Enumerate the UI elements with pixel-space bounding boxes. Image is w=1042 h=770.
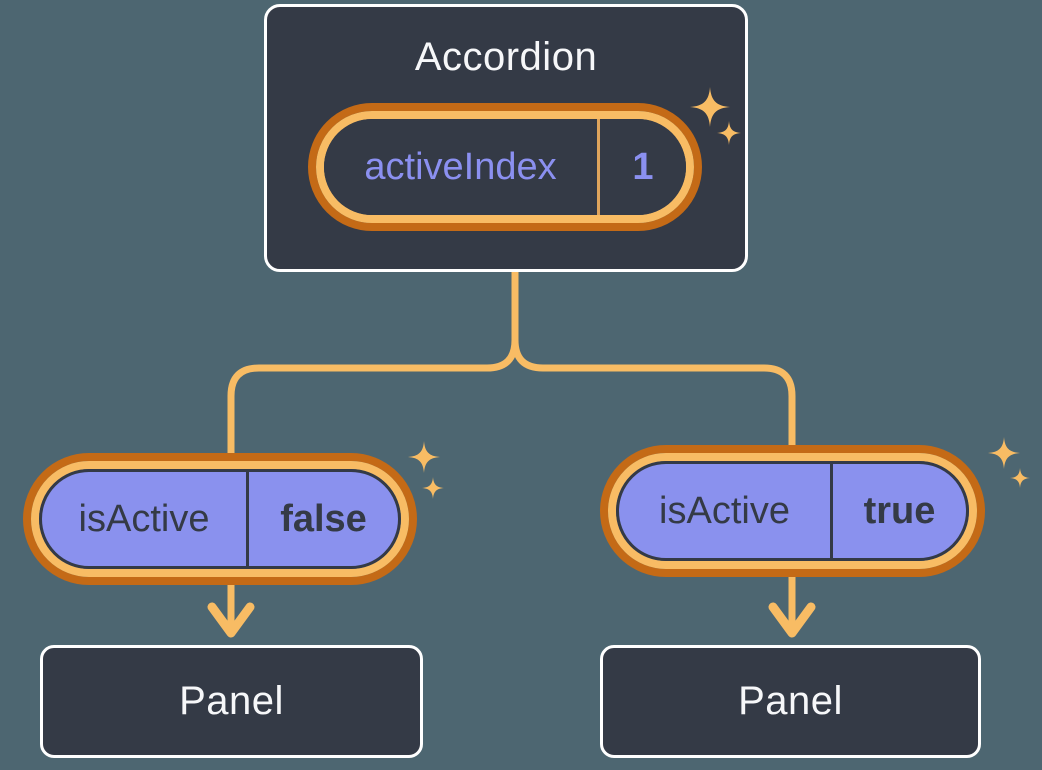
- sparkle-small-icon: [422, 477, 444, 499]
- sparkle-small-icon: [1010, 468, 1030, 488]
- sparkle-icon-root: [690, 87, 741, 145]
- prop-pill-left-divider: [246, 472, 249, 566]
- prop-pill-right-inner-ring: isActive true: [608, 453, 977, 569]
- state-pill-inner-ring: activeIndex 1: [316, 111, 694, 223]
- branch-line-right: [511, 270, 796, 628]
- sparkle-big-icon: [988, 437, 1020, 469]
- prop-pill-left-body: isActive false: [39, 469, 401, 569]
- state-value: 1: [632, 145, 654, 188]
- panel-component-card-left: Panel: [40, 645, 423, 758]
- prop-left-label-cell: isActive: [42, 472, 246, 566]
- prop-pill-right-body: isActive true: [616, 461, 969, 561]
- sparkle-small-icon: [717, 121, 741, 145]
- arrow-down-icon-right: [768, 602, 816, 638]
- accordion-title: Accordion: [414, 35, 598, 79]
- sparkle-icon-right: [988, 437, 1030, 488]
- prop-right-value-cell: true: [833, 464, 966, 558]
- sparkle-big-icon: [408, 441, 440, 473]
- state-value-cell: 1: [600, 119, 686, 215]
- prop-left-value-cell: false: [249, 472, 398, 566]
- prop-pill-right: isActive true: [600, 445, 985, 577]
- arrow-down-icon-left: [207, 602, 255, 638]
- prop-left-label: isActive: [78, 497, 210, 540]
- prop-right-label-cell: isActive: [619, 464, 830, 558]
- state-pill-divider: [597, 119, 600, 215]
- state-label-cell: activeIndex: [324, 119, 597, 215]
- panel-left-title: Panel: [179, 679, 284, 723]
- state-label: activeIndex: [364, 145, 557, 188]
- prop-right-value: true: [863, 489, 936, 532]
- state-pill: activeIndex 1: [308, 103, 702, 231]
- prop-pill-left: isActive false: [23, 453, 417, 585]
- sparkle-icon-left: [408, 441, 444, 499]
- prop-left-value: false: [280, 497, 367, 540]
- panel-right-title: Panel: [738, 679, 843, 723]
- prop-right-label: isActive: [659, 489, 790, 532]
- prop-pill-left-inner-ring: isActive false: [31, 461, 409, 577]
- prop-pill-right-divider: [830, 464, 833, 558]
- sparkle-big-icon: [690, 87, 730, 127]
- state-pill-body: activeIndex 1: [324, 119, 686, 215]
- panel-component-card-right: Panel: [600, 645, 981, 758]
